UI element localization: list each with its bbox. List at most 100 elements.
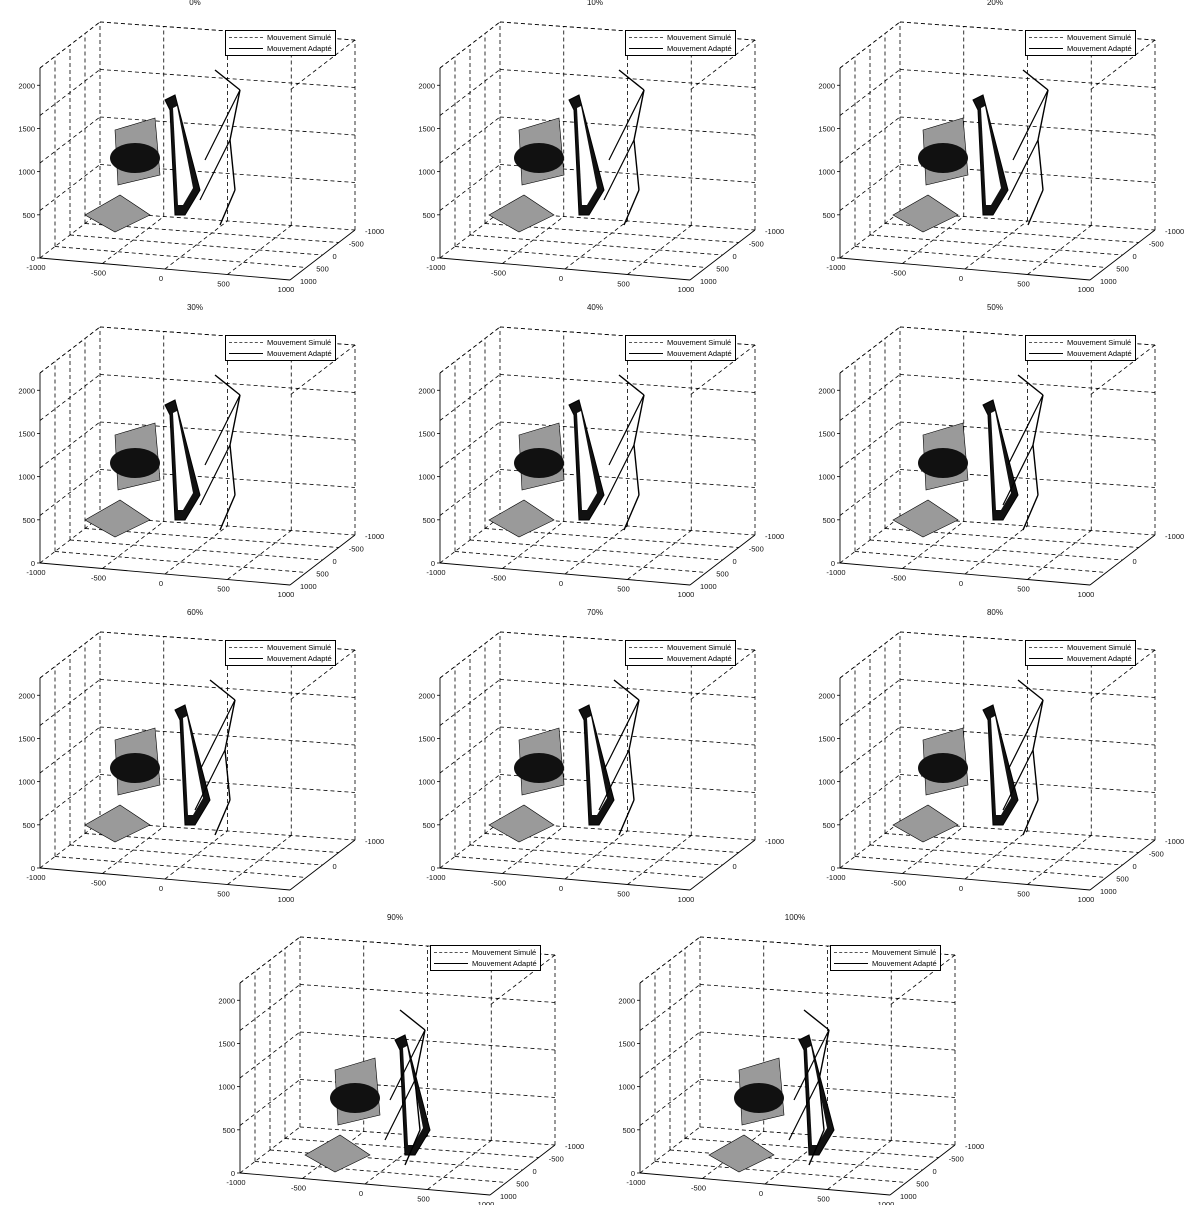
x-tick-label: -500 <box>891 879 906 888</box>
z-tick-label: 1000 <box>218 1083 235 1092</box>
x-tick-label: 1000 <box>678 895 695 904</box>
y-tick-label: -1000 <box>1165 227 1184 236</box>
y-tick-label: -500 <box>749 240 764 249</box>
x-tick-label: 1000 <box>278 590 295 599</box>
x-tick-label: 1000 <box>678 590 695 599</box>
x-tick-label: 500 <box>217 280 230 289</box>
stick-limb <box>209 679 236 701</box>
grid-line <box>839 631 901 679</box>
stick-limb <box>214 374 241 396</box>
grid-line <box>39 631 101 679</box>
scene <box>84 69 241 233</box>
legend-label: Mouvement Simulé <box>267 33 332 42</box>
legend-item-adapted: Mouvement Adapté <box>1029 43 1132 54</box>
stick-limb <box>414 1079 421 1131</box>
grid-line <box>839 326 901 374</box>
scene <box>708 1009 835 1173</box>
grid-line <box>439 326 501 374</box>
z-tick-label: 0 <box>431 864 435 873</box>
x-tick-label: -1000 <box>826 568 845 577</box>
grid-line <box>39 774 101 821</box>
stick-limb <box>1032 444 1039 496</box>
y-tick-label: 0 <box>1133 557 1137 566</box>
x-axis <box>639 1172 891 1196</box>
z-tick-label: 2000 <box>818 81 835 90</box>
grid-line <box>639 936 701 984</box>
disc-shape <box>110 448 160 478</box>
x-axis <box>39 867 291 891</box>
legend-label: Mouvement Adapté <box>872 959 937 968</box>
scene <box>84 374 241 538</box>
grid-line <box>164 525 228 575</box>
z-tick-label: 1500 <box>218 1039 235 1048</box>
z-tick-label: 2000 <box>418 81 435 90</box>
stick-leg <box>199 139 231 201</box>
x-axis <box>39 257 291 281</box>
grid-line <box>839 821 901 869</box>
plot-3d: 0500100015002000-1000-50005001000-1000-5… <box>218 936 584 1205</box>
x-tick-label: 500 <box>217 890 230 899</box>
grid-line <box>164 830 228 880</box>
legend-label: Mouvement Adapté <box>1067 349 1132 358</box>
x-tick-label: -1000 <box>426 873 445 882</box>
x-tick-label: 1000 <box>278 895 295 904</box>
legend-swatch <box>229 342 263 343</box>
y-axis <box>1089 534 1156 586</box>
z-tick-label: 500 <box>22 211 35 220</box>
legend-label: Mouvement Simulé <box>872 948 937 957</box>
stick-leg <box>603 444 635 506</box>
y-tick-label: -1000 <box>765 227 784 236</box>
legend-item-simulated: Mouvement Simulé <box>1029 32 1132 43</box>
y-axis <box>689 229 756 281</box>
x-tick-label: -500 <box>491 269 506 278</box>
grid-line <box>239 936 301 984</box>
frame-opening <box>403 1046 423 1145</box>
floor-surface <box>84 499 151 538</box>
stick-arm <box>1012 89 1049 161</box>
x-tick-label: 0 <box>359 1189 363 1198</box>
x-tick-label: 0 <box>959 884 963 893</box>
stick-leg <box>1002 444 1034 506</box>
floor-surface <box>892 499 959 538</box>
legend-label: Mouvement Simulé <box>267 643 332 652</box>
grid-line <box>164 220 228 270</box>
grid-line <box>839 516 901 564</box>
stick-limb <box>618 69 645 91</box>
panel-title: 0% <box>189 0 201 7</box>
x-axis <box>839 867 1091 891</box>
grid-line <box>239 1126 301 1174</box>
legend-swatch <box>229 658 263 659</box>
legend-item-simulated: Mouvement Simulé <box>629 337 732 348</box>
y-tick-label: 500 <box>1116 875 1129 884</box>
y-tick-label: -1000 <box>1165 532 1184 541</box>
legend-item-simulated: Mouvement Simulé <box>1029 337 1132 348</box>
x-tick-label: -1000 <box>26 263 45 272</box>
stick-leg <box>194 749 226 811</box>
floor-surface <box>84 804 151 843</box>
y-tick-label: 500 <box>716 265 729 274</box>
x-tick-label: -1000 <box>226 1178 245 1187</box>
y-tick-label: 500 <box>1116 265 1129 274</box>
legend-swatch <box>629 658 663 659</box>
legend-label: Mouvement Adapté <box>1067 44 1132 53</box>
legend-item-adapted: Mouvement Adapté <box>1029 653 1132 664</box>
stick-leg <box>1002 749 1034 811</box>
legend-swatch <box>629 647 663 648</box>
panel-title: 40% <box>586 303 603 312</box>
legend-label: Mouvement Adapté <box>267 44 332 53</box>
legend-item-adapted: Mouvement Adapté <box>629 348 732 359</box>
legend-swatch <box>629 48 663 49</box>
y-tick-label: -500 <box>549 1155 564 1164</box>
x-tick-label: 0 <box>159 274 163 283</box>
z-tick-label: 500 <box>422 821 435 830</box>
grid-line <box>469 539 723 561</box>
x-tick-label: 0 <box>959 274 963 283</box>
disc-shape <box>918 143 968 173</box>
legend-label: Mouvement Simulé <box>667 338 732 347</box>
disc-shape <box>330 1083 380 1113</box>
stick-limb <box>229 139 236 191</box>
grid-line <box>439 164 501 211</box>
